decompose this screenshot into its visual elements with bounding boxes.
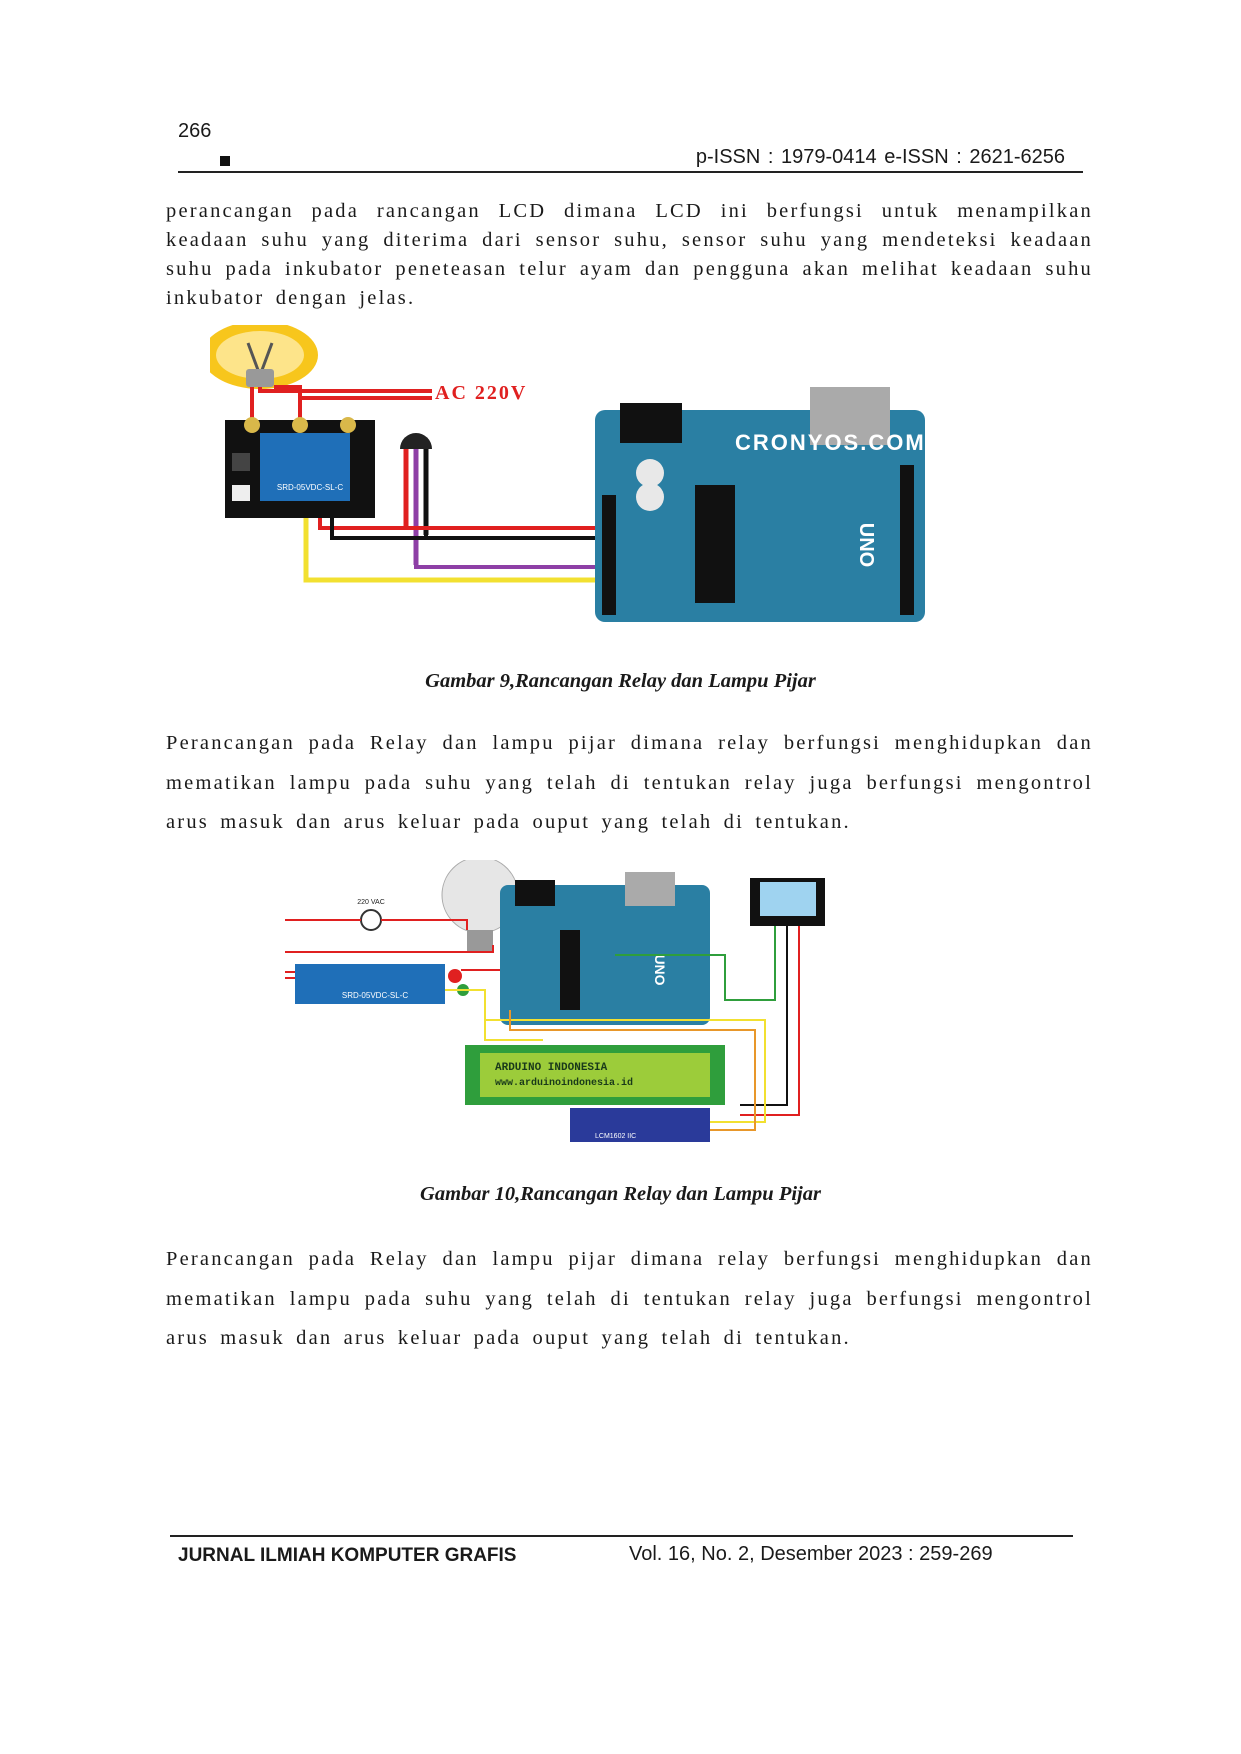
lcd-screen (480, 1053, 710, 1097)
board-uno-label: UNO (652, 954, 668, 985)
relay-module (295, 964, 445, 1004)
temperature-sensor-icon (400, 433, 432, 449)
usb-port-icon (810, 387, 890, 445)
relay-model-label: SRD-05VDC-SL-C (342, 991, 408, 1000)
figure-relay-lamp-diagram-9: AC 220V SRD-05VDC-SL-C CRONYOS.COM UNO (210, 325, 930, 630)
body-paragraph-relay-2: Perancangan pada Relay dan lampu pijar d… (166, 1248, 1093, 1349)
lcd-line-1: ARDUINO INDONESIA (495, 1062, 608, 1074)
i2c-label: LCM1602 IIC (595, 1133, 636, 1140)
relay-cube (260, 433, 350, 501)
volume-info: Vol. 16, No. 2, Desember 2023 : 259-269 (629, 1543, 993, 1565)
circuit-diagram-10: 220 VAC SRD-05VDC-SL-C UNO ARDUINO INDON… (285, 860, 825, 1142)
i2c-backpack (570, 1108, 710, 1142)
page-header: p-ISSN : 1979-0414 e-ISSN : 2621-6256 (178, 144, 1083, 174)
arduino-board (595, 410, 925, 622)
relay-model-label: SRD-05VDC-SL-C (277, 483, 343, 492)
ac-source-icon (360, 909, 382, 931)
figure-relay-lamp-diagram-10: 220 VAC SRD-05VDC-SL-C UNO ARDUINO INDON… (285, 860, 935, 1155)
arduino-board (500, 885, 710, 1025)
ac-wire-2 (274, 385, 432, 401)
footer-rule (170, 1535, 1073, 1537)
page-number: 266 (178, 120, 212, 142)
circuit-diagram-9: AC 220V SRD-05VDC-SL-C CRONYOS.COM UNO (210, 325, 926, 622)
body-paragraph-relay-1: Perancangan pada Relay dan lampu pijar d… (166, 732, 1093, 833)
ac-voltage-label: AC 220V (435, 382, 527, 404)
lcd-line-2: www.arduinoindonesia.id (495, 1077, 633, 1089)
board-uno-label: UNO (855, 523, 877, 567)
issn-info: p-ISSN : 1979-0414 e-ISSN : 2621-6256 (695, 146, 1065, 168)
header-rule (178, 171, 1083, 173)
journal-name: JURNAL ILMIAH KOMPUTER GRAFIS (178, 1545, 517, 1566)
microcontroller-chip (560, 930, 580, 1010)
lamp-socket-icon (246, 369, 274, 387)
usb-port-icon (625, 872, 675, 906)
dht-sensor-icon (760, 882, 816, 916)
figure-9-caption: Gambar 9,Rancangan Relay dan Lampu Pijar (425, 670, 816, 692)
ac-wire-1 (258, 387, 432, 393)
body-paragraph-lcd: perancangan pada rancangan LCD dimana LC… (166, 200, 1093, 309)
header-bullet-square (220, 156, 230, 166)
microcontroller-chip (695, 485, 735, 603)
watermark-label: CRONYOS.COM (735, 430, 926, 455)
figure-10-caption: Gambar 10,Rancangan Relay dan Lampu Pija… (420, 1183, 821, 1205)
ac-source-label: 220 VAC (357, 899, 385, 906)
